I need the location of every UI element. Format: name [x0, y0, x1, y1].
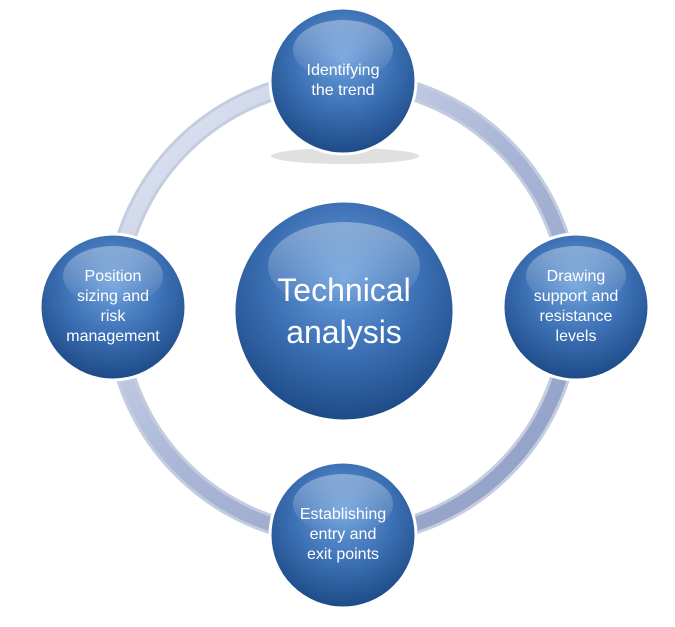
node-top [268, 6, 419, 164]
node-left [38, 232, 188, 382]
node-right [501, 232, 651, 382]
node-center [232, 199, 456, 423]
node-bottom [268, 460, 418, 610]
